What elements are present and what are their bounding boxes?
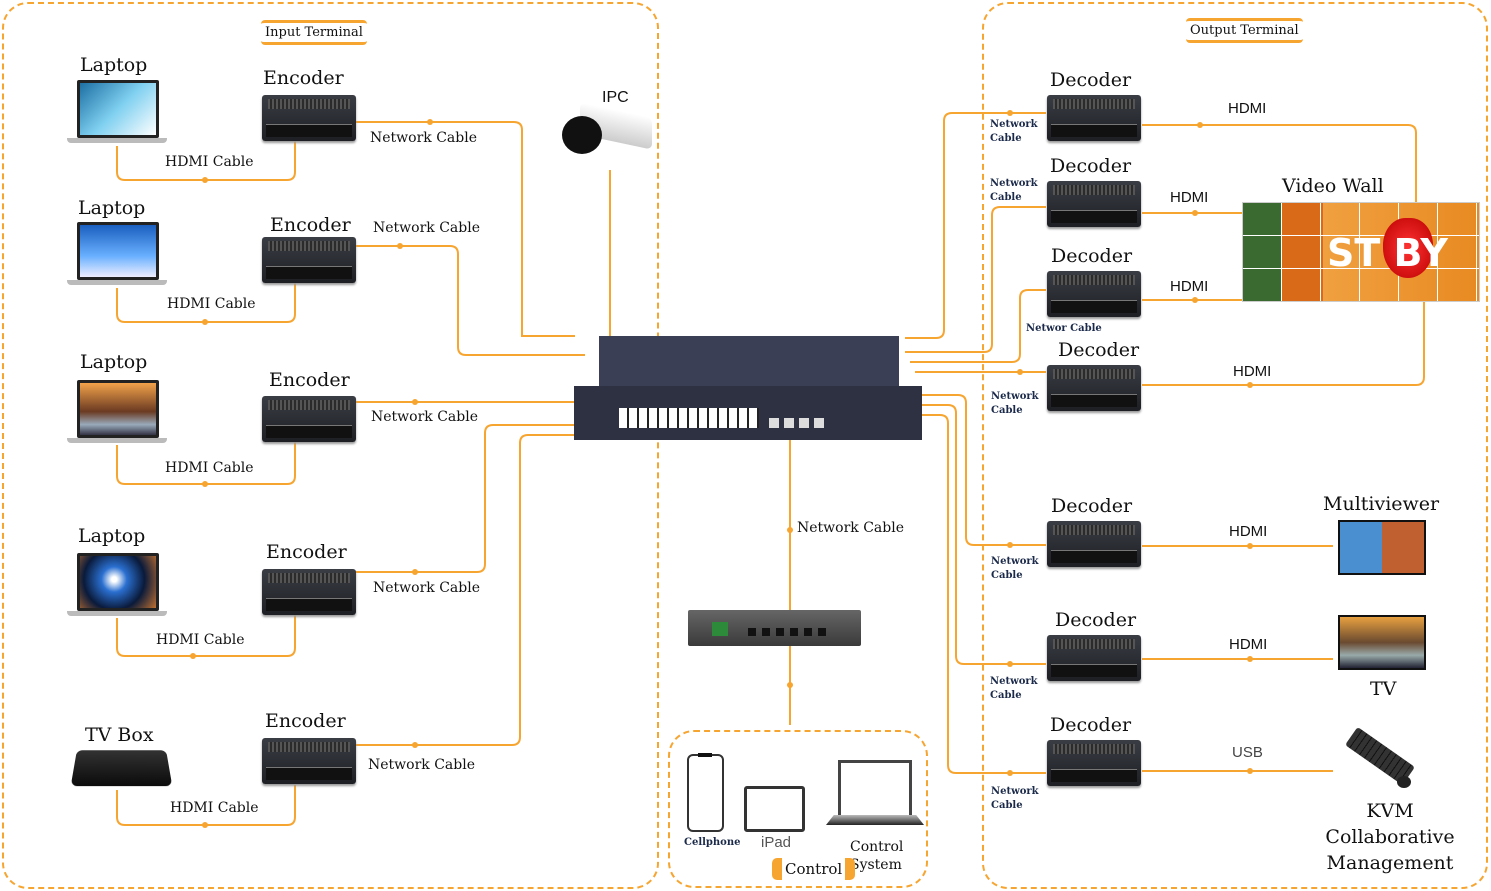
encoder-label: Encoder <box>265 710 346 732</box>
tv-box-icon <box>70 750 173 787</box>
controller-device <box>688 610 861 646</box>
decoder-icon <box>1047 740 1141 786</box>
encoder-label: Encoder <box>270 214 351 236</box>
decoder-icon <box>1047 95 1141 141</box>
control-region <box>668 730 928 888</box>
decoder-icon <box>1047 365 1141 411</box>
decoder-output-label: HDMI <box>1170 189 1209 206</box>
decoder-label: Decoder <box>1050 155 1132 177</box>
control-title: Control <box>772 858 856 880</box>
laptop-label: Laptop <box>80 351 148 373</box>
decoder-label: Decoder <box>1050 69 1132 91</box>
network-cable-label: Network Cable <box>373 580 480 596</box>
decoder-network-label: Network Cable <box>990 178 1038 203</box>
kvm-label: KVM Collaborative Management <box>1325 800 1455 874</box>
decoder-output-label: USB <box>1232 744 1263 761</box>
tv-screen <box>1338 615 1426 670</box>
control-title-text: Control <box>782 858 846 880</box>
tv-label: TV <box>1370 678 1397 700</box>
decoder-label: Decoder <box>1055 609 1137 631</box>
decoder-icon <box>1047 521 1141 567</box>
encoder-icon <box>262 237 356 283</box>
encoder-icon <box>262 569 356 615</box>
multiviewer-screen <box>1338 520 1426 575</box>
ipc-label: IPC <box>602 89 629 106</box>
laptop-icon <box>67 80 167 146</box>
output-terminal-title: Output Terminal <box>1186 18 1303 43</box>
network-switch <box>574 336 922 440</box>
ipad-label: iPad <box>761 834 792 851</box>
decoder-network-label: Network Cable <box>990 119 1038 144</box>
encoder-label: Encoder <box>263 67 344 89</box>
laptop-label: Laptop <box>78 197 146 219</box>
encoder-icon <box>262 396 356 442</box>
ipad-icon <box>744 786 805 832</box>
decoder-network-label: Networ Cable <box>1026 323 1102 334</box>
laptop-label: Laptop <box>80 54 148 76</box>
video-wall-label: Video Wall <box>1282 175 1384 197</box>
hdmi-cable-label: HDMI Cable <box>165 460 254 476</box>
cellphone-icon <box>687 754 724 832</box>
laptop-label: Laptop <box>78 525 146 547</box>
hdmi-cable-label: HDMI Cable <box>156 632 245 648</box>
video-wall: ST BY <box>1242 202 1480 302</box>
decoder-network-label: Network Cable <box>991 786 1039 811</box>
network-cable-label: Network Cable <box>368 757 475 773</box>
tv-box-label: TV Box <box>85 724 154 746</box>
decoder-icon <box>1047 181 1141 227</box>
decoder-network-label: Network Cable <box>991 556 1039 581</box>
network-cable-label: Network Cable <box>371 409 478 425</box>
decoder-network-label: Network Cable <box>991 391 1039 416</box>
uplink-network-cable-label: Network Cable <box>797 520 904 536</box>
encoder-label: Encoder <box>269 369 350 391</box>
video-wall-text: ST BY <box>1327 231 1448 275</box>
input-terminal-title: Input Terminal <box>261 20 367 45</box>
hdmi-cable-label: HDMI Cable <box>167 296 256 312</box>
control-system-label: Control System <box>850 839 904 873</box>
cellphone-label: Cellphone <box>684 837 741 848</box>
decoder-output-label: HDMI <box>1233 363 1272 380</box>
encoder-icon <box>262 95 356 141</box>
decoder-label: Decoder <box>1058 339 1140 361</box>
decoder-output-label: HDMI <box>1170 278 1209 295</box>
decoder-icon <box>1047 271 1141 317</box>
network-cable-label: Network Cable <box>373 220 480 236</box>
decoder-label: Decoder <box>1051 495 1133 517</box>
laptop-icon <box>67 222 167 288</box>
mouse-icon <box>1397 776 1411 788</box>
encoder-label: Encoder <box>266 541 347 563</box>
ipc-camera-icon <box>562 102 652 155</box>
laptop-icon <box>67 553 167 619</box>
network-cable-label: Network Cable <box>370 130 477 146</box>
decoder-output-label: HDMI <box>1228 100 1267 117</box>
decoder-label: Decoder <box>1050 714 1132 736</box>
input-terminal-region <box>2 2 659 889</box>
laptop-control-icon <box>838 760 912 820</box>
hdmi-cable-label: HDMI Cable <box>170 800 259 816</box>
decoder-output-label: HDMI <box>1229 523 1268 540</box>
decoder-network-label: Network Cable <box>990 676 1038 701</box>
decoder-output-label: HDMI <box>1229 636 1268 653</box>
encoder-icon <box>262 738 356 784</box>
output-terminal-region <box>982 2 1488 889</box>
hdmi-cable-label: HDMI Cable <box>165 154 254 170</box>
decoder-icon <box>1047 635 1141 681</box>
multiviewer-label: Multiviewer <box>1323 493 1440 515</box>
laptop-icon <box>67 380 167 446</box>
decoder-label: Decoder <box>1051 245 1133 267</box>
